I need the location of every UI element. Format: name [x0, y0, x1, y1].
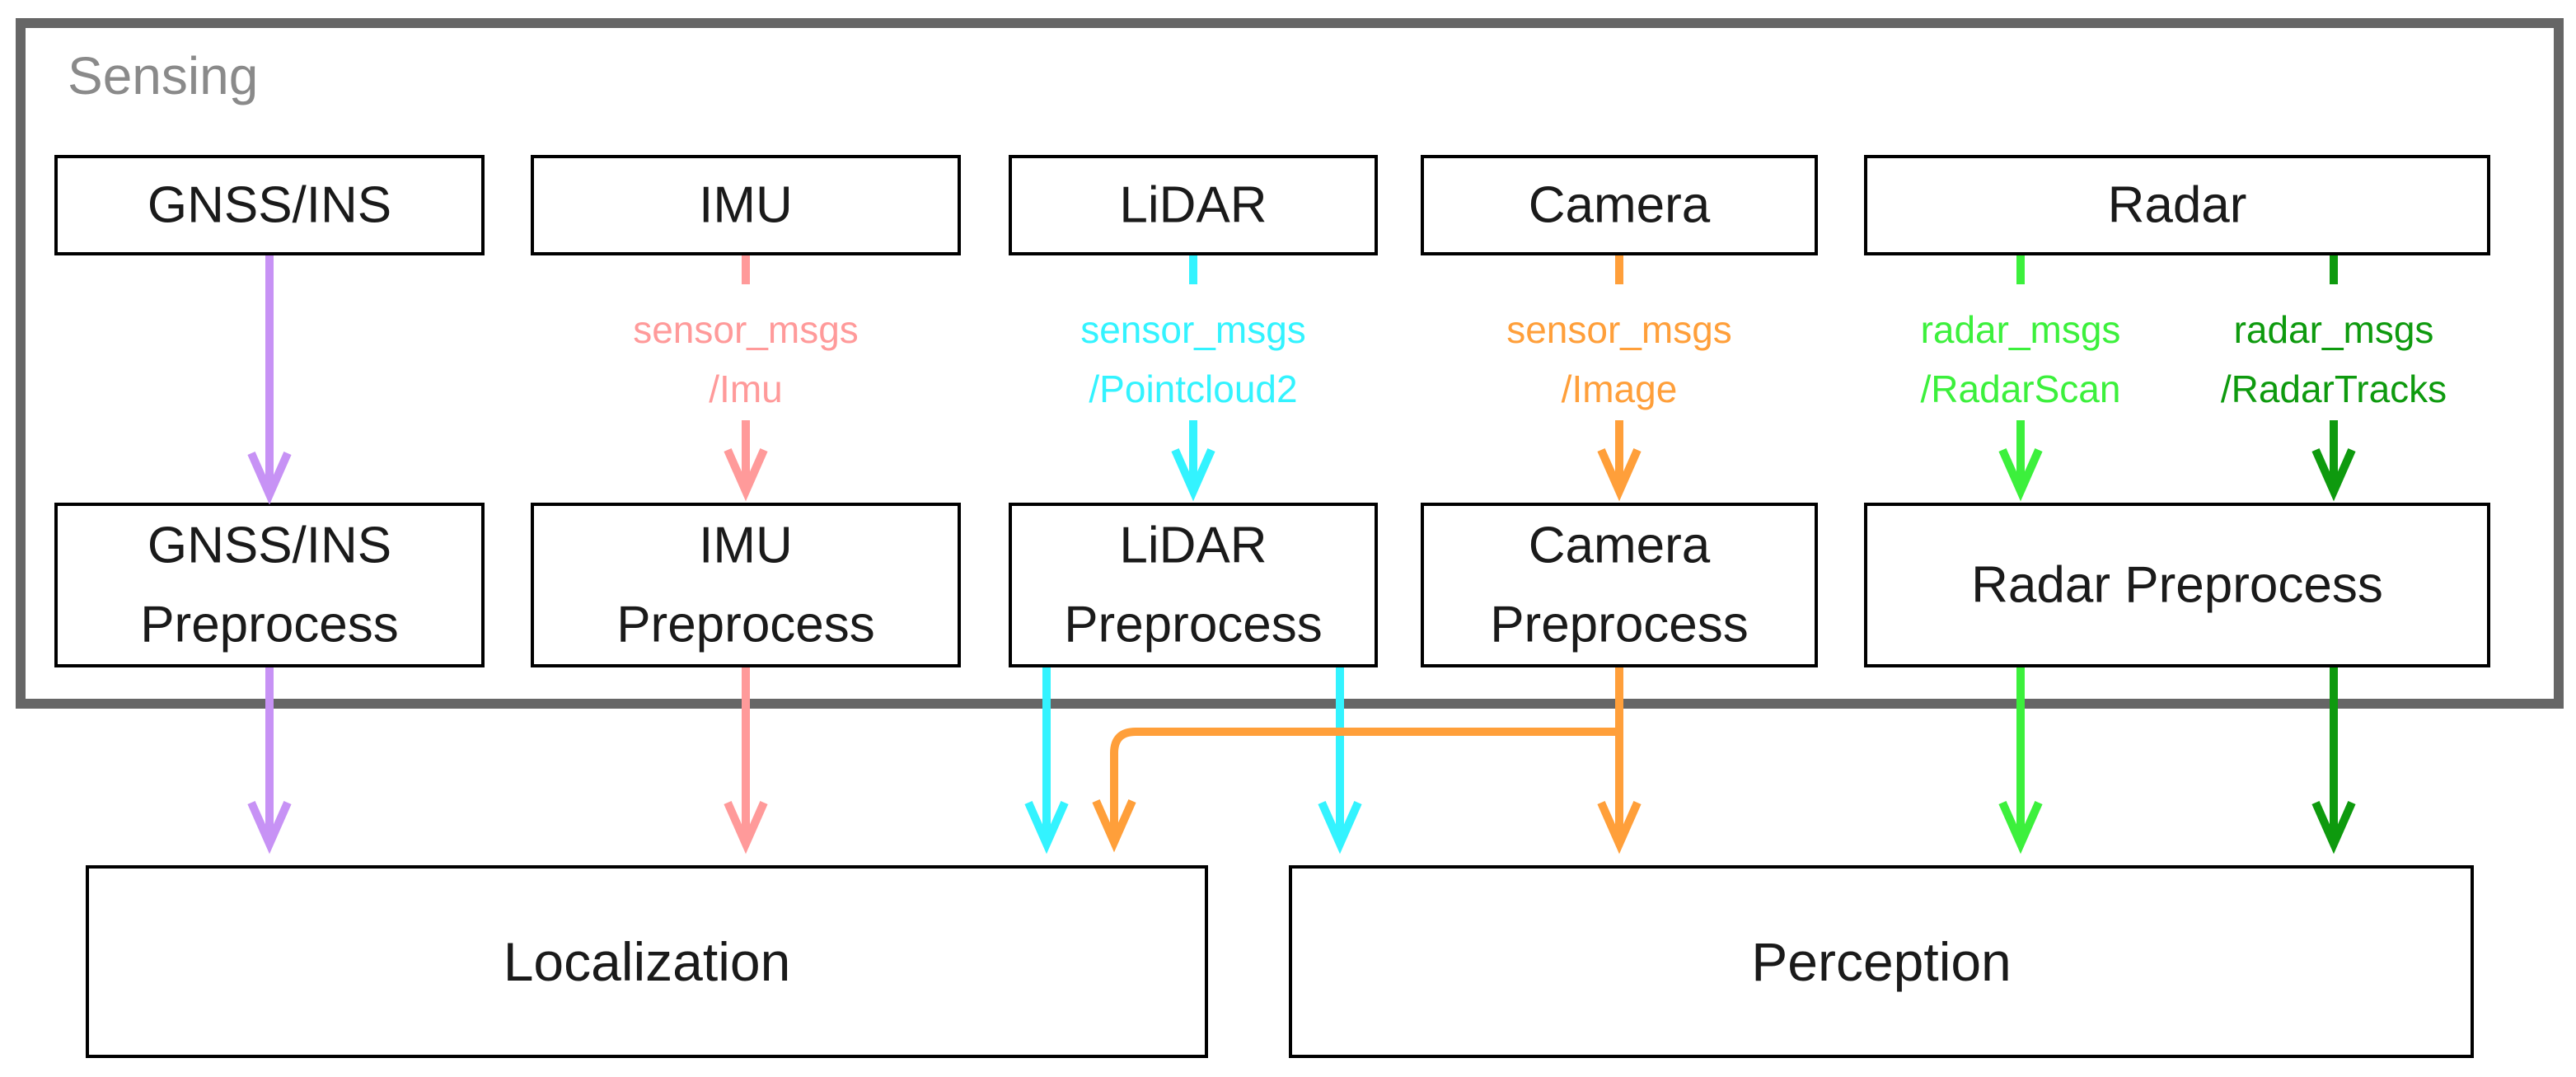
topic-imu-line1: sensor_msgs	[633, 308, 859, 351]
topic-radar-tracks-line1: radar_msgs	[2234, 308, 2434, 351]
flow-arrows	[247, 255, 2356, 855]
preprocess-lidar-line2: Preprocess	[1064, 597, 1323, 653]
preprocess-camera-line1: Camera	[1529, 517, 1711, 574]
output-localization-label: Localization	[503, 931, 791, 992]
sensor-camera[interactable]: Camera	[1421, 155, 1818, 255]
sensor-gnss[interactable]: GNSS/INS	[54, 155, 485, 255]
sensor-gnss-label: GNSS/INS	[148, 177, 391, 234]
sensor-imu-label: IMU	[699, 177, 793, 234]
sensor-imu[interactable]: IMU	[531, 155, 961, 255]
preprocess-camera[interactable]: Camera Preprocess	[1421, 503, 1818, 667]
preprocess-imu[interactable]: IMU Preprocess	[531, 503, 961, 667]
output-perception-label: Perception	[1751, 931, 2012, 992]
arrow-lidar-topic-arrowhead	[1171, 447, 1215, 502]
preprocess-lidar-line1: LiDAR	[1119, 517, 1267, 574]
arrow-radar-tracks-perception-arrowhead	[2311, 800, 2356, 855]
arrow-camera-topic-arrowhead	[1597, 447, 1642, 502]
topic-camera-line1: sensor_msgs	[1506, 308, 1732, 351]
sensor-lidar[interactable]: LiDAR	[1009, 155, 1378, 255]
preprocess-gnss[interactable]: GNSS/INS Preprocess	[54, 503, 485, 667]
line-camera-branch	[1110, 728, 1619, 839]
preprocess-imu-line1: IMU	[699, 517, 793, 574]
preprocess-camera-line2: Preprocess	[1490, 597, 1749, 653]
arrow-lidar-perception-arrowhead	[1318, 800, 1362, 855]
arrow-gnss-sensor-arrowhead	[247, 451, 292, 505]
arrow-imu-localization-arrowhead	[724, 800, 768, 855]
topic-imu-line2: /Imu	[709, 368, 782, 410]
sensor-camera-label: Camera	[1529, 177, 1711, 234]
arrow-imu-topic-arrowhead	[724, 447, 768, 502]
arrow-gnss-localization-arrowhead	[247, 800, 292, 855]
topic-radar-scan-line1: radar_msgs	[1921, 308, 2121, 351]
arrow-camera-localization-arrowhead	[1092, 798, 1136, 853]
topic-lidar-line2: /Pointcloud2	[1089, 368, 1297, 410]
sensor-radar[interactable]: Radar	[1864, 155, 2490, 255]
arrow-radar-scan-perception-arrowhead	[1998, 800, 2043, 855]
arrow-radar-tracks-topic-arrowhead	[2311, 447, 2356, 502]
sensing-label: Sensing	[68, 46, 258, 105]
preprocess-gnss-line2: Preprocess	[140, 597, 399, 653]
topic-radar-tracks-line2: /RadarTracks	[2221, 368, 2447, 410]
sensing-frame	[16, 18, 2564, 709]
sensor-lidar-label: LiDAR	[1119, 177, 1267, 234]
preprocess-imu-line2: Preprocess	[616, 597, 875, 653]
preprocess-lidar[interactable]: LiDAR Preprocess	[1009, 503, 1378, 667]
output-localization[interactable]: Localization	[86, 865, 1208, 1058]
preprocess-radar-label: Radar Preprocess	[1971, 557, 2383, 614]
sensor-radar-label: Radar	[2108, 177, 2247, 234]
topic-radar-scan-line2: /RadarScan	[1921, 368, 2121, 410]
topic-camera-line2: /Image	[1562, 368, 1678, 410]
topic-lidar-line1: sensor_msgs	[1080, 308, 1306, 351]
arrow-lidar-localization-arrowhead	[1024, 800, 1069, 855]
output-perception[interactable]: Perception	[1289, 865, 2474, 1058]
preprocess-radar[interactable]: Radar Preprocess	[1864, 503, 2490, 667]
preprocess-gnss-line1: GNSS/INS	[148, 517, 391, 574]
arrow-camera-perception-arrowhead	[1597, 800, 1642, 855]
arrow-radar-scan-topic-arrowhead	[1998, 447, 2043, 502]
